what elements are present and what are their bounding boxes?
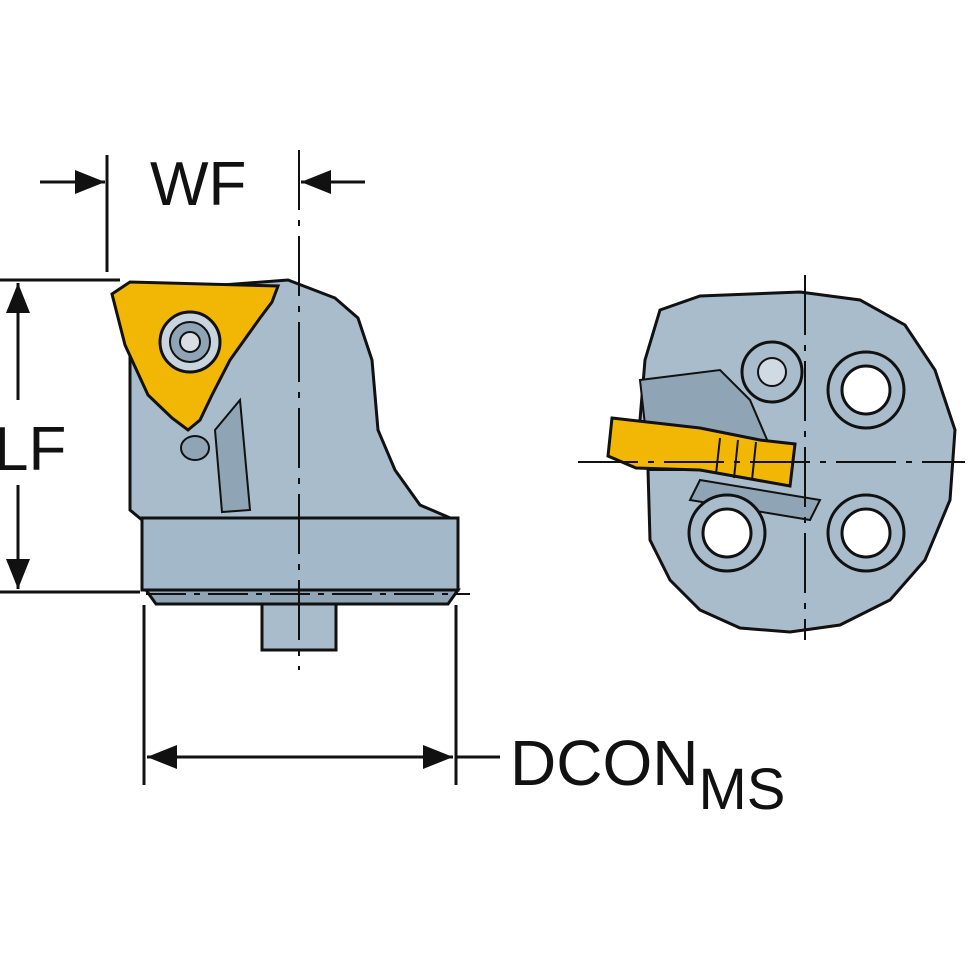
- mounting-hole-icon: [687, 493, 767, 573]
- mounting-hole-icon: [826, 493, 906, 573]
- thread-insert-front: [606, 416, 797, 488]
- lf-dimension: LF: [0, 278, 140, 594]
- dcon-dimension: DCONMS: [142, 605, 785, 822]
- face-groove: [688, 478, 822, 522]
- dcon-label: DCONMS: [510, 727, 785, 822]
- torx-screw-icon: [158, 310, 222, 374]
- side-view: [110, 150, 470, 670]
- wf-label: WF: [150, 150, 246, 219]
- wf-dimension: WF: [40, 150, 365, 272]
- body-shade: [213, 397, 252, 514]
- dcon-subscript: MS: [698, 757, 785, 822]
- front-view: [578, 275, 965, 640]
- dcon-main: DCON: [510, 727, 698, 799]
- lf-label: LF: [0, 415, 66, 484]
- clamp-notch: [180, 435, 210, 461]
- mounting-hole-icon: [826, 350, 906, 430]
- torx-screw-icon: [740, 340, 804, 404]
- holder-base-band: [143, 588, 461, 606]
